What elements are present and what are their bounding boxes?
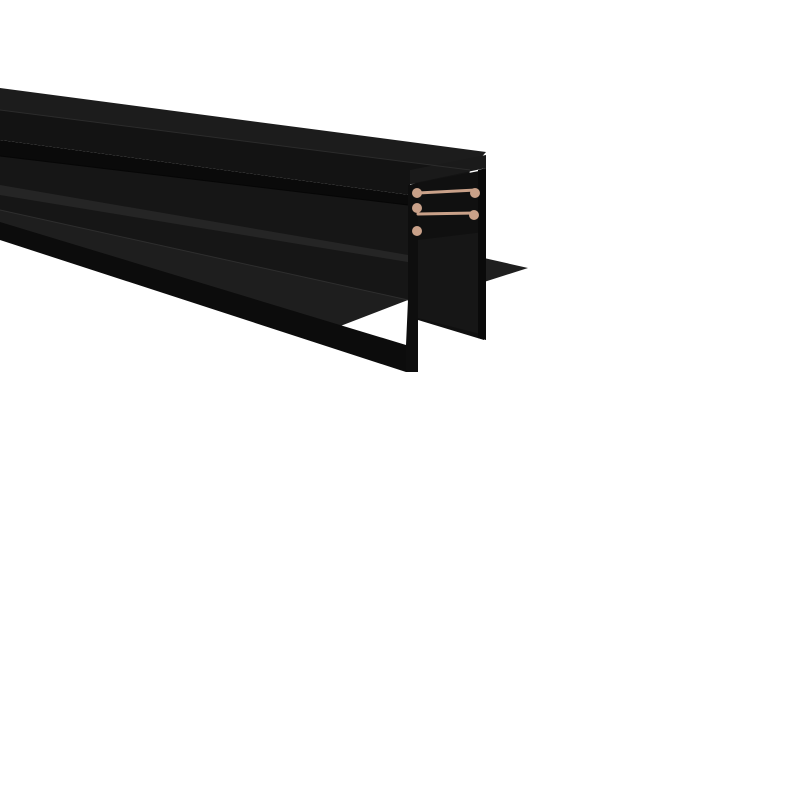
profile-right-flange — [484, 258, 528, 282]
conductor-rail-middle — [416, 211, 478, 216]
profile-lower-ledge — [0, 185, 408, 262]
conductor-end-top-right — [470, 188, 480, 198]
conductor-end-top-left — [412, 188, 422, 198]
profile-lower-chamber — [418, 232, 484, 335]
edge-line-flange — [0, 209, 409, 301]
profile-underside — [0, 222, 406, 372]
conductor-end-mid-left — [412, 203, 422, 213]
conductor-rail-top — [416, 188, 478, 195]
profile-right-edge — [478, 168, 486, 340]
profile-groove-band — [0, 140, 410, 205]
profile-left-flange — [0, 210, 408, 330]
profile-upper-side — [0, 110, 470, 195]
edge-line-groove — [0, 155, 409, 206]
profile-top-face — [0, 88, 486, 170]
conductor-end-bottom-left — [412, 226, 422, 236]
conductor-end-mid-right — [469, 210, 479, 220]
edge-line-top — [0, 109, 471, 171]
profile-end-lip — [410, 155, 486, 184]
conductor-rails — [412, 188, 480, 236]
